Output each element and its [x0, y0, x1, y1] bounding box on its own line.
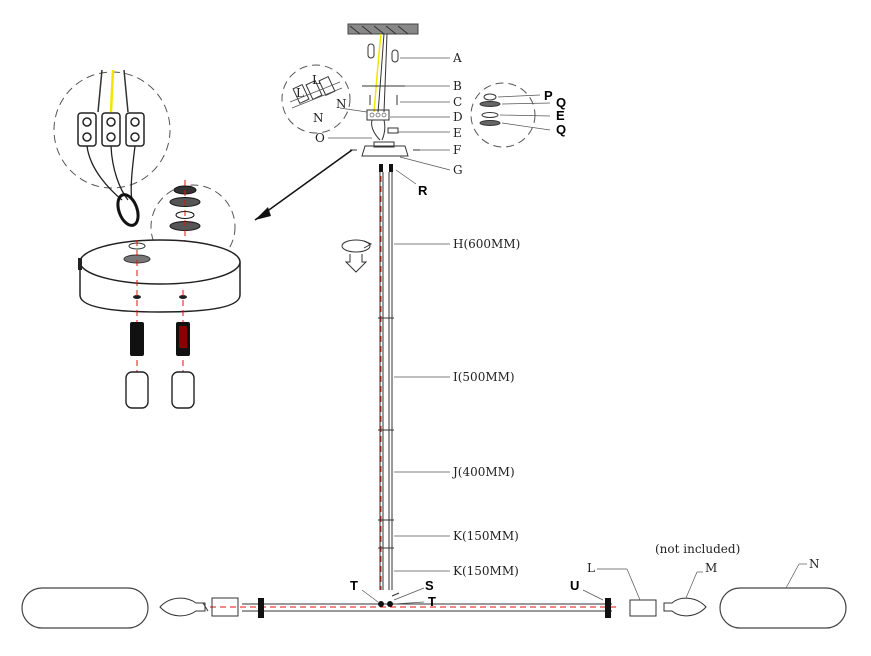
label-R: R	[418, 183, 428, 198]
label-N: N	[809, 557, 820, 571]
label-O: O	[315, 131, 325, 145]
label-K1: K(150MM)	[453, 529, 519, 543]
label-P: P	[544, 88, 553, 103]
label-H: H(600MM)	[453, 237, 520, 251]
label-G: G	[453, 163, 463, 177]
label-B: B	[453, 79, 462, 93]
wire-label-N2: N	[336, 97, 347, 111]
rotate-arrow-icon	[341, 239, 373, 273]
label-Q1: Q	[556, 95, 566, 110]
right-shade	[719, 563, 847, 629]
wire-label-N1: N	[313, 111, 324, 125]
left-bulb	[159, 597, 209, 617]
label-K2: K(150MM)	[453, 564, 519, 578]
label-note: (not included)	[655, 542, 740, 556]
label-Q2: Q	[556, 122, 566, 137]
label-I: I(500MM)	[453, 370, 515, 384]
label-M: M	[705, 561, 717, 575]
horizontal-arm	[210, 568, 657, 618]
label-T2: T	[428, 594, 436, 609]
label-A: A	[452, 51, 462, 65]
label-J: J(400MM)	[451, 465, 515, 479]
label-U: U	[570, 578, 579, 593]
down-rods	[378, 164, 450, 590]
nut-detail-circle	[470, 82, 551, 148]
canopy-detail	[53, 69, 353, 410]
left-shade	[21, 587, 149, 629]
right-bulb	[663, 571, 707, 617]
label-E: E	[453, 126, 462, 140]
label-L: L	[587, 561, 595, 575]
label-T1: T	[350, 578, 358, 593]
ceiling-mount	[328, 23, 451, 171]
wire-label-L1: L	[296, 86, 304, 100]
wiring-detail-circle	[281, 64, 368, 134]
wire-label-L2: L	[312, 73, 320, 87]
label-S: S	[425, 578, 434, 593]
label-E2: E	[556, 108, 565, 123]
label-F: F	[453, 143, 461, 157]
label-D: D	[453, 110, 463, 124]
label-C: C	[453, 95, 462, 109]
